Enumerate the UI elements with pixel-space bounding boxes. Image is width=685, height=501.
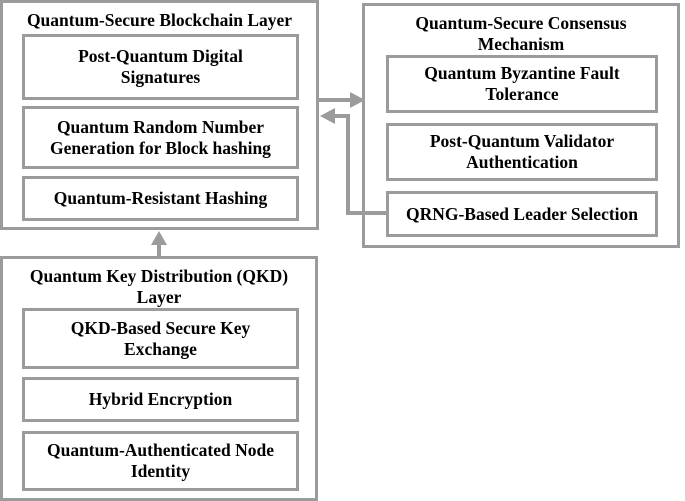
- post-quantum-digital-signatures-label: Post-Quantum Digital Signatures: [78, 46, 243, 87]
- quantum-byzantine-fault-tolerance-label: Quantum Byzantine Fault Tolerance: [424, 63, 620, 104]
- hybrid-encryption-label: Hybrid Encryption: [88, 389, 233, 409]
- post-quantum-digital-signatures-box: Post-Quantum Digital Signatures: [22, 34, 299, 100]
- qkd-layer-title: Quantum Key Distribution (QKD) Layer: [29, 266, 289, 307]
- arrow-blockchain-to-consensus-line: [319, 98, 352, 102]
- consensus-mechanism-title: Quantum-Secure Consensus Mechanism: [415, 13, 627, 54]
- blockchain-layer-box: Quantum-Secure Blockchain Layer Post-Qua…: [0, 0, 319, 230]
- quantum-resistant-hashing-label: Quantum-Resistant Hashing: [53, 188, 268, 208]
- arrow-qkd-to-blockchain-line: [157, 244, 161, 257]
- quantum-authenticated-node-identity-box: Quantum-Authenticated Node Identity: [22, 431, 299, 491]
- blockchain-layer-title: Quantum-Secure Blockchain Layer: [26, 10, 293, 30]
- qkd-layer-box: Quantum Key Distribution (QKD) Layer QKD…: [0, 256, 318, 501]
- arrow-right-icon: [350, 92, 365, 108]
- post-quantum-validator-authentication-box: Post-Quantum Validator Authentication: [386, 123, 658, 181]
- arrow-leader-selection-horizontal-bottom: [346, 211, 387, 215]
- consensus-mechanism-box: Quantum-Secure Consensus Mechanism Quant…: [362, 3, 680, 248]
- qrng-based-leader-selection-box: QRNG-Based Leader Selection: [386, 191, 658, 237]
- quantum-resistant-hashing-box: Quantum-Resistant Hashing: [22, 176, 299, 221]
- qkd-based-secure-key-exchange-box: QKD-Based Secure Key Exchange: [22, 308, 299, 369]
- qrng-based-leader-selection-label: QRNG-Based Leader Selection: [405, 203, 639, 224]
- arrow-left-icon: [320, 108, 335, 124]
- qkd-based-secure-key-exchange-label: QKD-Based Secure Key Exchange: [70, 317, 251, 359]
- arrow-leader-selection-horizontal-top: [334, 114, 350, 118]
- arrow-leader-selection-vertical: [346, 114, 350, 215]
- quantum-random-number-generation-box: Quantum Random Number Generation for Blo…: [22, 106, 299, 169]
- arrow-up-icon: [151, 231, 167, 245]
- hybrid-encryption-box: Hybrid Encryption: [22, 377, 299, 422]
- quantum-byzantine-fault-tolerance-box: Quantum Byzantine Fault Tolerance: [386, 55, 658, 113]
- post-quantum-validator-authentication-label: Post-Quantum Validator Authentication: [429, 131, 615, 172]
- quantum-authenticated-node-identity-label: Quantum-Authenticated Node Identity: [46, 440, 275, 481]
- quantum-random-number-generation-label: Quantum Random Number Generation for Blo…: [50, 116, 271, 158]
